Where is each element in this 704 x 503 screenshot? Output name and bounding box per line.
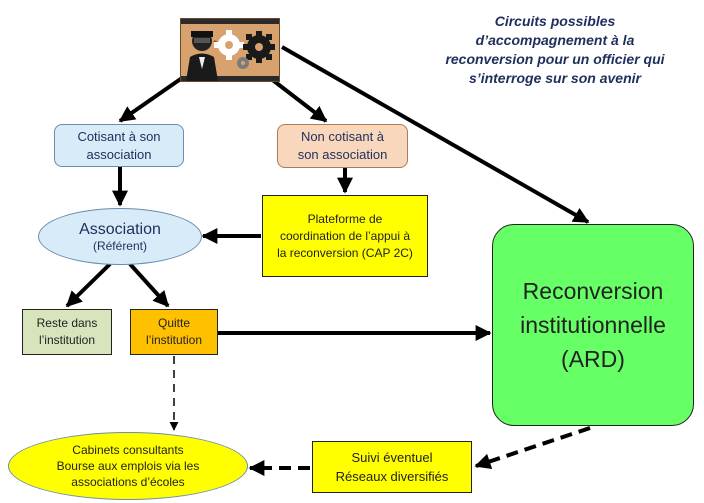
node-association-line2: (Référent) <box>92 238 147 253</box>
node-cotisant: Cotisant à son association <box>54 124 184 167</box>
node-quitte-line2: l’institution <box>145 333 203 347</box>
arrow-icon-to-cotisant <box>118 76 184 123</box>
title-line: Circuits possibles <box>494 13 616 29</box>
node-plateforme-line1: Plateforme de <box>307 211 383 226</box>
arrow-association-to-reste <box>65 262 112 308</box>
title-line: d’accompagnement à la <box>475 32 635 48</box>
node-cabinets-line1: Cabinets consultants <box>72 443 184 457</box>
node-non-cotisant-line1: Non cotisant à <box>300 129 385 144</box>
node-non-cotisant-line2: son association <box>297 147 388 162</box>
title-line: s’interroge sur son avenir <box>469 70 641 86</box>
node-reconversion-line3: (ARD) <box>561 346 625 372</box>
node-cotisant-line1: Cotisant à son <box>77 128 161 144</box>
node-association: Association (Référent) <box>38 208 202 265</box>
node-quitte-line1: Quitte <box>157 316 190 330</box>
node-cotisant-line2: association <box>86 146 152 162</box>
diagram-title: Circuits possibles d’accompagnement à la… <box>420 12 690 88</box>
arrow-icon-to-reconversion <box>281 45 590 224</box>
node-quitte: Quitte l’institution <box>130 309 218 355</box>
node-suivi: Suivi éventuel Réseaux diversifiés <box>312 441 472 493</box>
node-reconversion-line1: Reconversion <box>522 278 664 304</box>
node-plateforme: Plateforme de coordination de l’appui à … <box>262 195 428 277</box>
node-suivi-line2: Réseaux diversifiés <box>335 469 449 484</box>
node-reste: Reste dans l’institution <box>22 309 112 355</box>
node-plateforme-line2: coordination de l’appui à <box>279 228 411 243</box>
node-reconversion-line2: institutionnelle <box>520 312 666 338</box>
node-cabinets-line3: associations d’écoles <box>71 475 185 489</box>
node-association-line1: Association <box>79 220 161 238</box>
arrow-reconversion-to-suivi <box>474 426 591 470</box>
node-reste-line2: l’institution <box>38 333 95 347</box>
node-cabinets: Cabinets consultants Bourse aux emplois … <box>8 432 248 500</box>
node-plateforme-line3: la reconversion (CAP 2C) <box>277 245 413 260</box>
node-non-cotisant: Non cotisant à son association <box>277 124 408 168</box>
node-cabinets-line2: Bourse aux emplois via les <box>56 459 200 473</box>
node-reste-line1: Reste dans <box>36 316 98 330</box>
title-line: reconversion pour un officier qui <box>445 51 665 67</box>
arrow-icon-to-non-cotisant <box>268 76 328 123</box>
node-suivi-line1: Suivi éventuel <box>351 450 433 465</box>
node-reconversion: Reconversion institutionnelle (ARD) <box>492 224 694 426</box>
arrow-association-to-quitte <box>128 262 170 308</box>
officer-gears-icon <box>180 18 280 82</box>
